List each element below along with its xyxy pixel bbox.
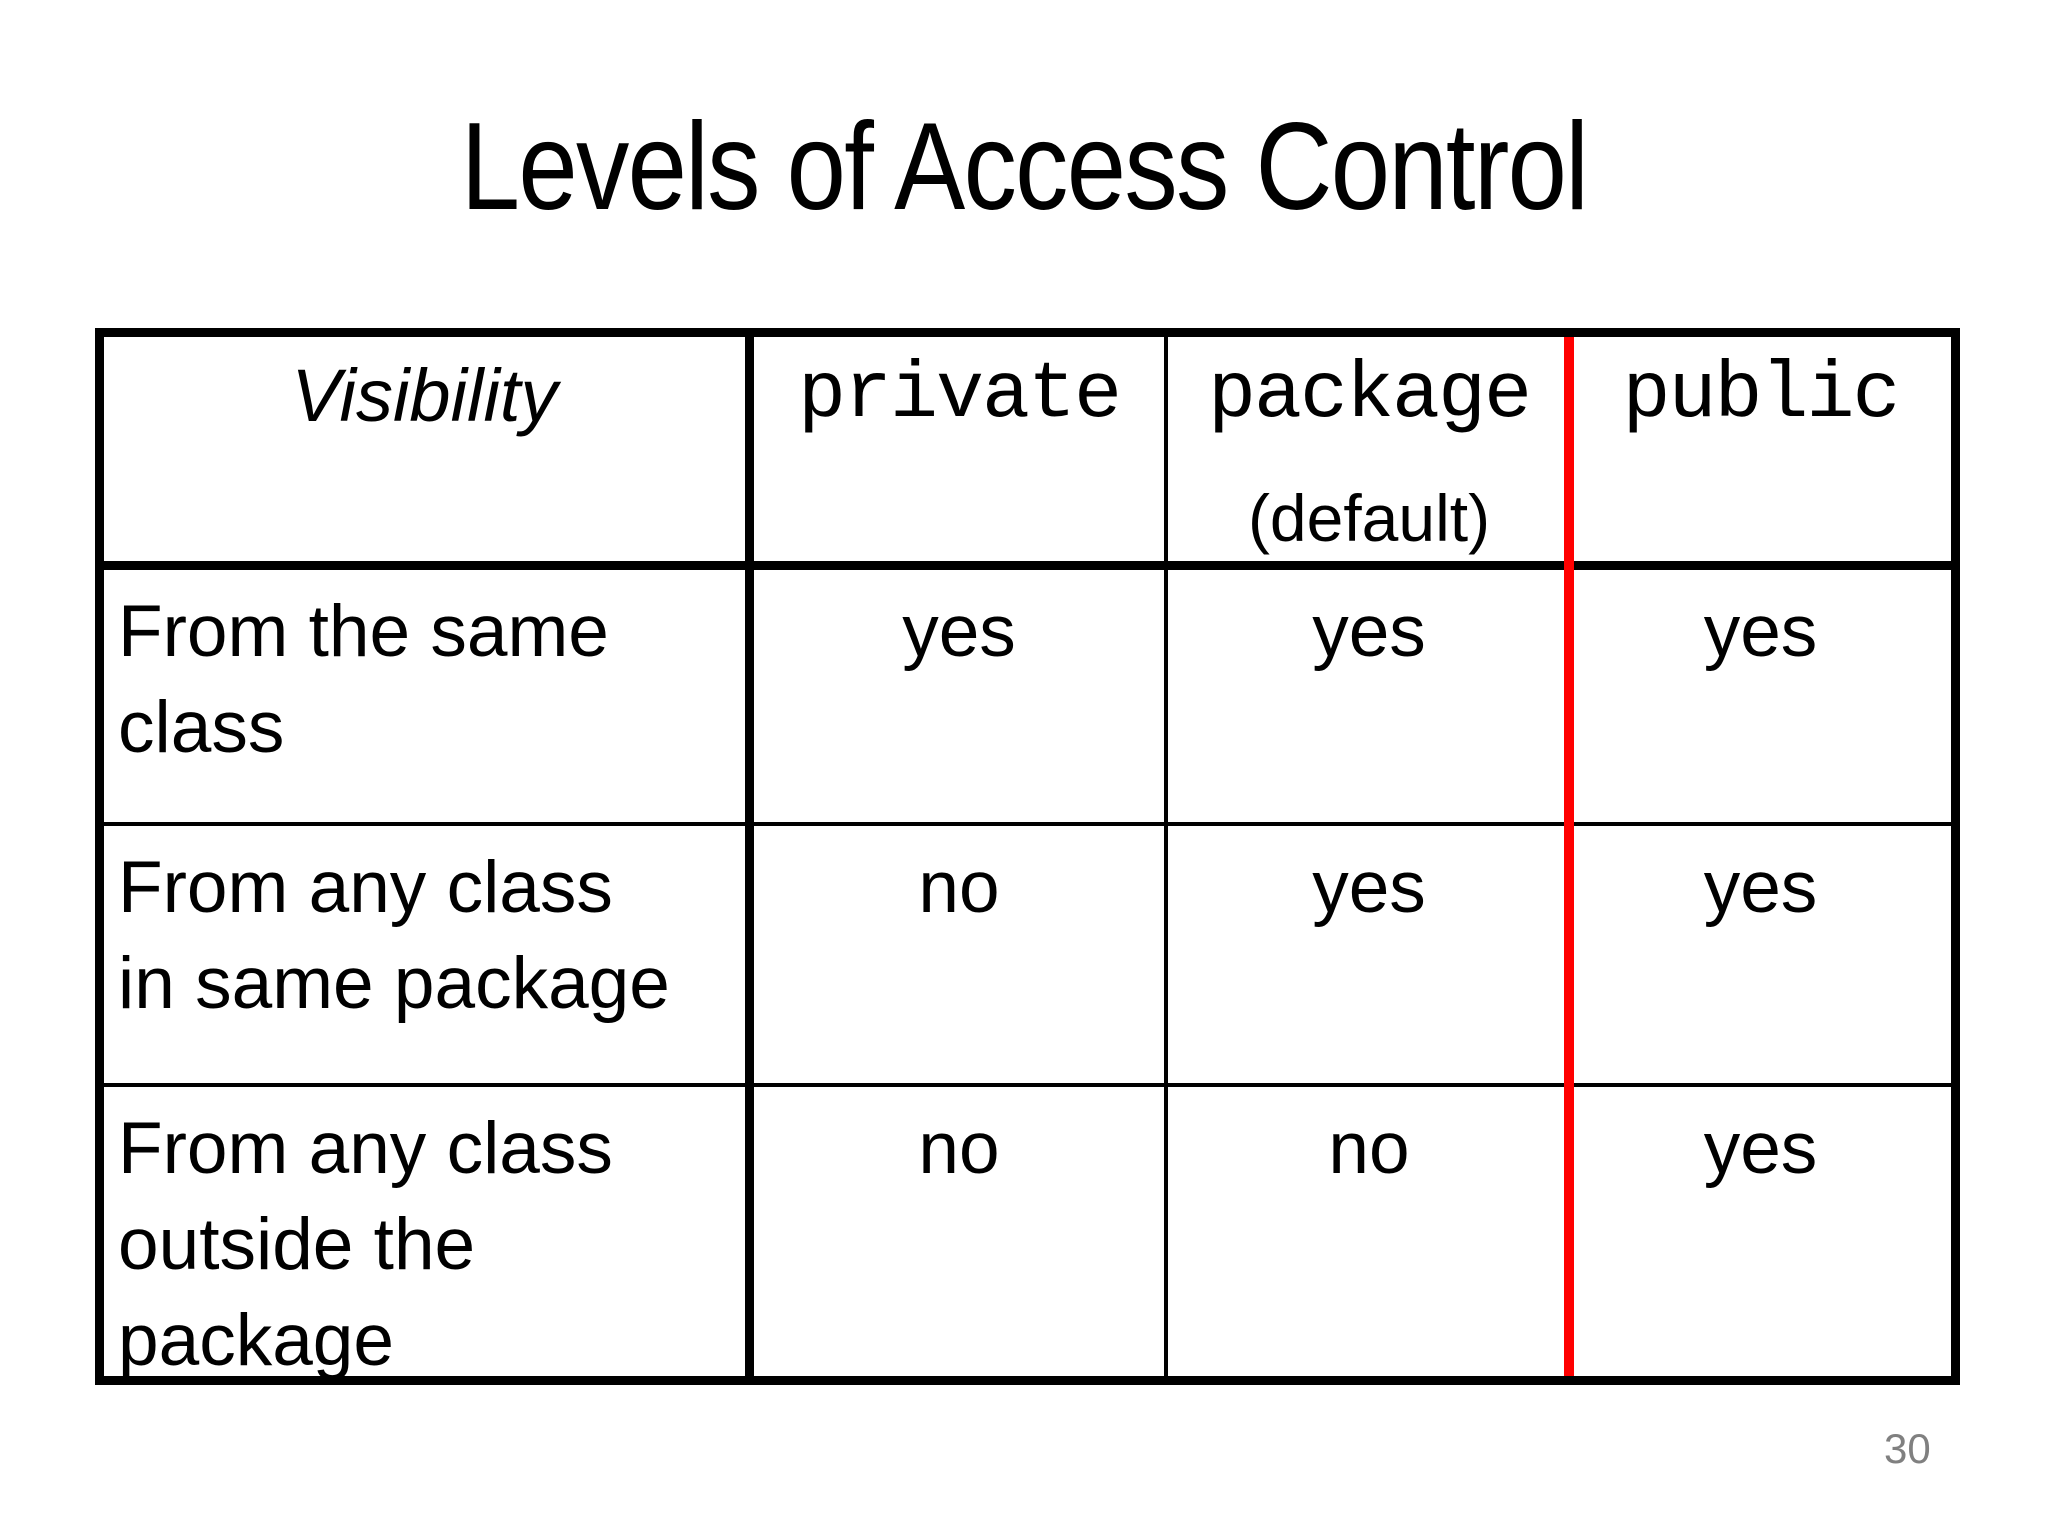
header-cell-visibility: Visibility	[104, 337, 754, 570]
row-label-line: From any class	[118, 847, 613, 928]
row-label-line: in same package	[118, 943, 670, 1024]
header-cell-private: private	[754, 337, 1168, 570]
red-divider-line	[1564, 337, 1574, 1376]
page-number: 30	[1884, 1425, 1931, 1472]
cell-same-package-private: no	[754, 826, 1168, 1087]
page-title: Levels of Access Control	[460, 98, 1589, 236]
cell-outside-package-public: yes	[1703, 1108, 1818, 1189]
cell-same-class-private: yes	[754, 570, 1168, 826]
access-control-table: Visibility private package (default) pub…	[95, 328, 1960, 1385]
row-label-line: package	[118, 1300, 394, 1376]
cell-same-package-package: yes	[1168, 826, 1570, 1087]
row-label-line: From the same	[118, 591, 609, 672]
header-cell-package: package (default)	[1168, 337, 1570, 570]
header-label-private: private	[797, 350, 1122, 441]
row-label-same-class: From the same class	[104, 570, 754, 826]
row-label-outside-package: From any class outside the package	[104, 1087, 754, 1376]
row-label-same-package: From any class in same package	[104, 826, 754, 1087]
row-label-line: From any class	[118, 1108, 613, 1189]
cell-outside-package-package: no	[1328, 1108, 1410, 1189]
header-label-package: package	[1207, 350, 1532, 441]
row-label-line: outside the	[118, 1204, 476, 1285]
cell-same-class-public: yes	[1570, 570, 1951, 826]
cell-same-package-public: yes	[1570, 826, 1951, 1087]
cell-same-class-package: yes	[1168, 570, 1570, 826]
header-sublabel-default: (default)	[1247, 481, 1491, 555]
header-cell-public: public	[1570, 337, 1951, 570]
header-label-visibility: Visibility	[291, 354, 558, 437]
row-label-line: class	[118, 687, 285, 768]
header-label-public: public	[1622, 350, 1900, 441]
cell-outside-package-private: no	[754, 1087, 1168, 1376]
